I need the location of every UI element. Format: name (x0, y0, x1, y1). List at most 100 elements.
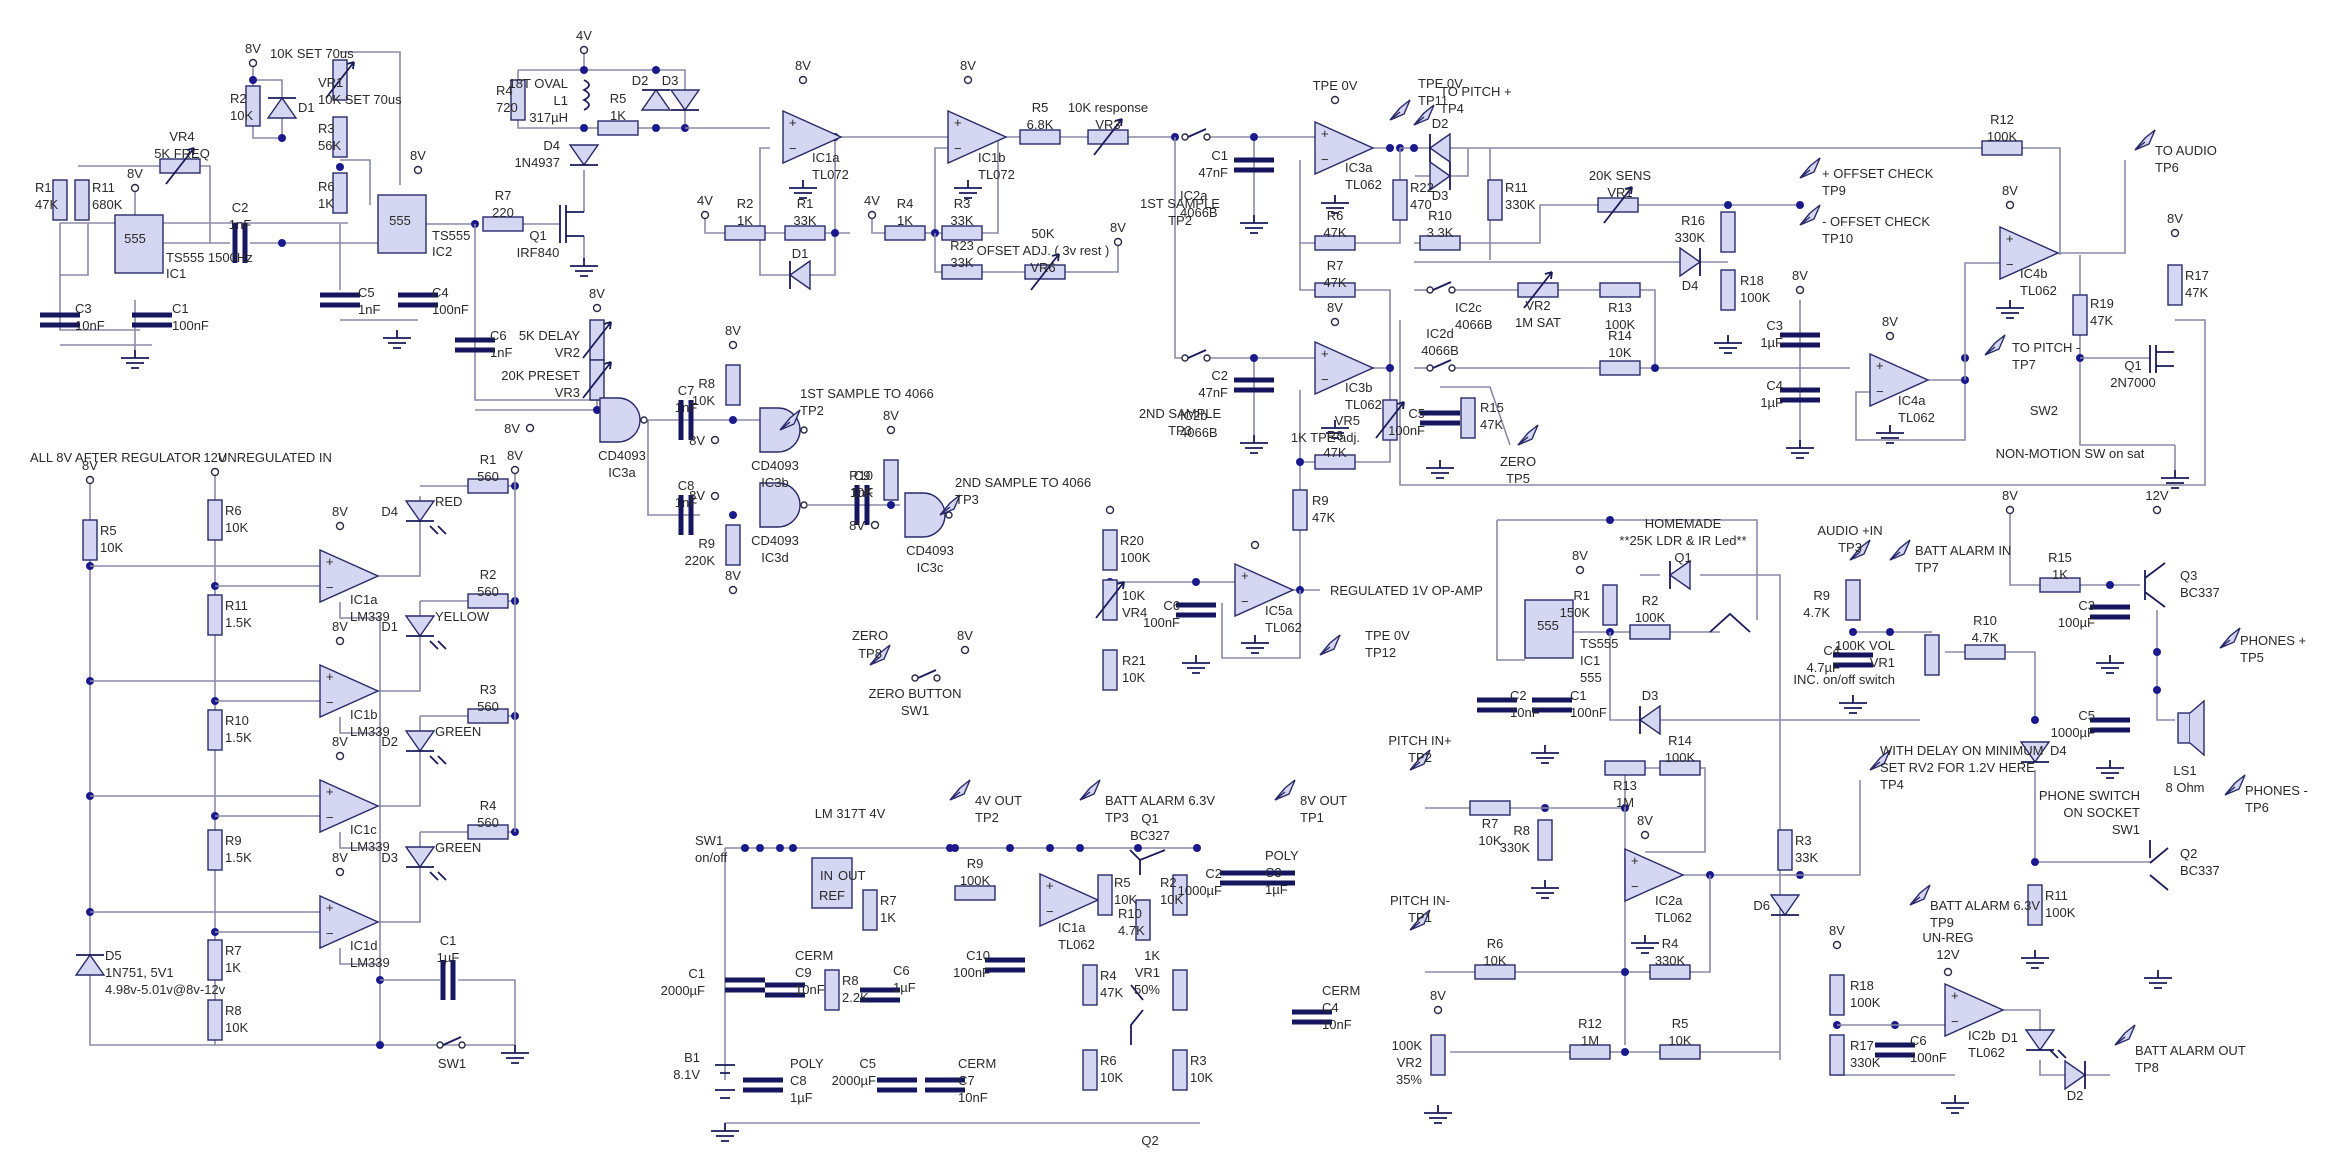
resistor-icon (1474, 964, 1516, 980)
wire (60, 223, 89, 276)
component-label: VR1 (1607, 185, 1632, 200)
component-label: C1 (172, 301, 189, 316)
component-label: Q2 (2180, 846, 2197, 861)
component-label: 1nF (851, 485, 873, 500)
component-label: 8V (332, 504, 348, 519)
terminal-icon (1943, 967, 1953, 977)
component-label: SW1 (438, 1056, 466, 1071)
component-label: Q3 (2180, 568, 2197, 583)
component-label: R7 (225, 943, 242, 958)
component-label: 8V (1637, 813, 1653, 828)
component-label: 330K (1850, 1055, 1881, 1070)
terminal-icon (579, 45, 589, 55)
wire (59, 223, 140, 331)
test-point-icon (1389, 99, 1411, 121)
terminal-icon (1575, 565, 1585, 575)
component-label: VR2 (1525, 298, 1550, 313)
ground-icon (1426, 460, 1454, 479)
component-label: ZERO (852, 628, 888, 643)
test-point-icon (1984, 334, 2006, 356)
ground-icon (501, 1045, 529, 1064)
component-label: ON SOCKET (2063, 805, 2140, 820)
component-label: R5 (1672, 1016, 1689, 1031)
component-label: TP2 (975, 810, 999, 825)
resistor-icon (1419, 235, 1461, 251)
component-label: 8V (2002, 488, 2018, 503)
junction-dot (1296, 458, 1304, 466)
test-point-icon (1849, 539, 1871, 561)
capacitor-icon (1234, 157, 1274, 173)
component-label: R10 (1428, 208, 1452, 223)
component-label: 100nF (1910, 1050, 1947, 1065)
component-label: C6 (1163, 598, 1180, 613)
capacitor-icon (877, 1077, 917, 1093)
component-label: 8V (1829, 923, 1845, 938)
resistor-icon (1599, 282, 1641, 298)
component-label: R21 (1122, 653, 1146, 668)
component-label: 33K (950, 255, 973, 270)
component-label: 8V (1327, 300, 1343, 315)
component-label: 100nF (172, 318, 209, 333)
component-label: TP3 (1168, 423, 1192, 438)
component-label: R2 (1642, 593, 1659, 608)
switch-contact (1426, 286, 1434, 294)
component-label: C6 (490, 328, 507, 343)
component-label: 220K (685, 553, 716, 568)
component-label: R9 (698, 536, 715, 551)
ic-555-icon (1524, 599, 1574, 659)
component-label: 2000µF (832, 1073, 876, 1088)
component-label: 2N7000 (2110, 375, 2156, 390)
resistor-icon (1964, 644, 2006, 660)
component-label: ZERO (1500, 454, 1536, 469)
component-label: - OFFSET CHECK (1822, 214, 1930, 229)
component-label: TP3 (955, 492, 979, 507)
component-label: TP2 (1408, 750, 1432, 765)
component-label: GREEN (435, 840, 481, 855)
resistor-icon (1981, 140, 2023, 156)
component-label: R9 (1312, 493, 1329, 508)
component-label: UN-REG (1922, 930, 1973, 945)
junction-dot (580, 124, 588, 132)
capacitor-icon (40, 312, 80, 328)
component-label: 8V (725, 568, 741, 583)
capacitor-icon (1780, 332, 1820, 348)
resistor-icon (883, 459, 899, 501)
test-point-icon (1319, 634, 1341, 656)
junction-dot (652, 66, 660, 74)
resistor-icon (1469, 800, 1511, 816)
component-label: CD4093 (906, 543, 954, 558)
component-label: TL072 (978, 167, 1015, 182)
component-label: C8 (678, 478, 695, 493)
component-label: D2 (632, 73, 649, 88)
terminal-icon (1113, 237, 1123, 247)
component-label: R7 (1482, 816, 1499, 831)
ground-icon (1631, 935, 1659, 954)
component-label: 4.7K (1803, 605, 1830, 620)
component-label: C3 (75, 301, 92, 316)
component-label: 100nF (1143, 615, 1180, 630)
nand-gate-icon (599, 397, 641, 443)
component-label: D3 (1642, 688, 1659, 703)
component-label: CD4093 (751, 458, 799, 473)
component-label: LM339 (350, 839, 390, 854)
switch-lever-icon (1432, 359, 1452, 369)
component-label: TS555 (432, 228, 470, 243)
component-label: IC2b (1180, 408, 1207, 423)
plus-sign: + (1876, 358, 1884, 373)
resistor-icon (2167, 264, 2183, 306)
capacitor-icon (678, 495, 694, 535)
component-label: 100K (960, 873, 991, 888)
ground-icon (2096, 760, 2124, 779)
component-label: 560 (477, 469, 499, 484)
component-label: IC5a (1265, 603, 1293, 618)
opamp-icon (947, 109, 1008, 165)
component-label: R11 (225, 598, 248, 613)
minus-sign: − (1046, 904, 1054, 919)
component-label: TP9 (1822, 183, 1846, 198)
component-label: 330K (1500, 840, 1531, 855)
wire (1855, 379, 1966, 441)
junction-dot (2106, 581, 2114, 589)
terminal-icon (1885, 331, 1895, 341)
wire (339, 717, 380, 734)
component-label: R4 (897, 196, 914, 211)
